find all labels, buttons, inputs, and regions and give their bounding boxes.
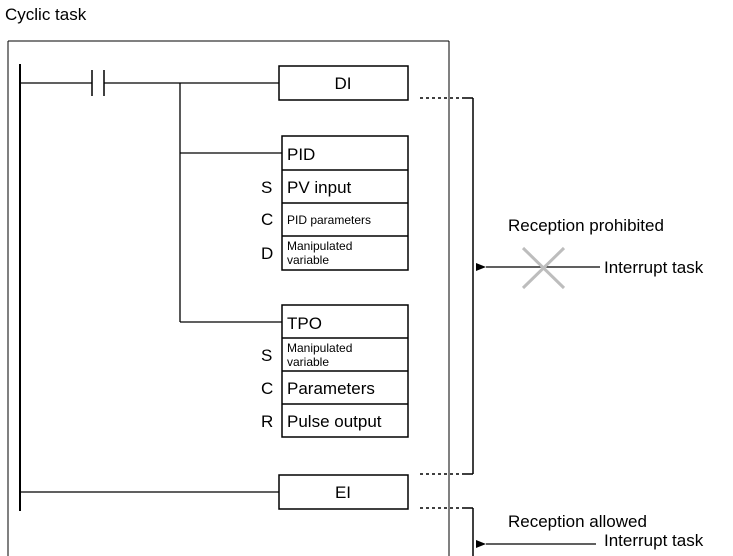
tpo-operand-label: variable xyxy=(287,355,329,369)
interrupt-task-label: Interrupt task xyxy=(604,531,704,550)
di-label: DI xyxy=(335,74,352,93)
pid-operand-prefix: C xyxy=(261,210,273,229)
pid-operand-prefix: D xyxy=(261,244,273,263)
pid-header: PID xyxy=(287,145,315,164)
pid-instruction-block: PID S PV input C PID parameters D Manipu… xyxy=(261,135,409,271)
tpo-operand-label: Parameters xyxy=(287,379,375,398)
pid-operand-label: variable xyxy=(287,253,329,267)
tpo-operand-prefix: S xyxy=(261,346,272,365)
ei-label: EI xyxy=(335,483,351,502)
diagram-title: Cyclic task xyxy=(5,5,87,24)
tpo-instruction-block: TPO S Manipulated variable C Parameters … xyxy=(261,304,409,438)
tpo-header: TPO xyxy=(287,314,322,333)
cross-icon xyxy=(521,246,566,290)
reception-allowed-label: Reception allowed xyxy=(508,512,647,531)
tpo-operand-label: Pulse output xyxy=(287,412,382,431)
pid-operand-label: PID parameters xyxy=(287,213,371,227)
pid-operand-prefix: S xyxy=(261,178,272,197)
prohibited-bracket xyxy=(463,97,474,475)
allowed-bracket xyxy=(463,507,474,556)
tpo-operand-prefix: C xyxy=(261,379,273,398)
pid-operand-label: PV input xyxy=(287,178,352,197)
no-contact-icon xyxy=(91,70,105,96)
tpo-operand-label: Manipulated xyxy=(287,341,352,355)
di-instruction-block: DI xyxy=(278,65,409,101)
tpo-operand-prefix: R xyxy=(261,412,273,431)
ei-instruction-block: EI xyxy=(278,474,409,510)
interrupt-task-label: Interrupt task xyxy=(604,258,704,277)
reception-prohibited-label: Reception prohibited xyxy=(508,216,664,235)
pid-operand-label: Manipulated xyxy=(287,239,352,253)
